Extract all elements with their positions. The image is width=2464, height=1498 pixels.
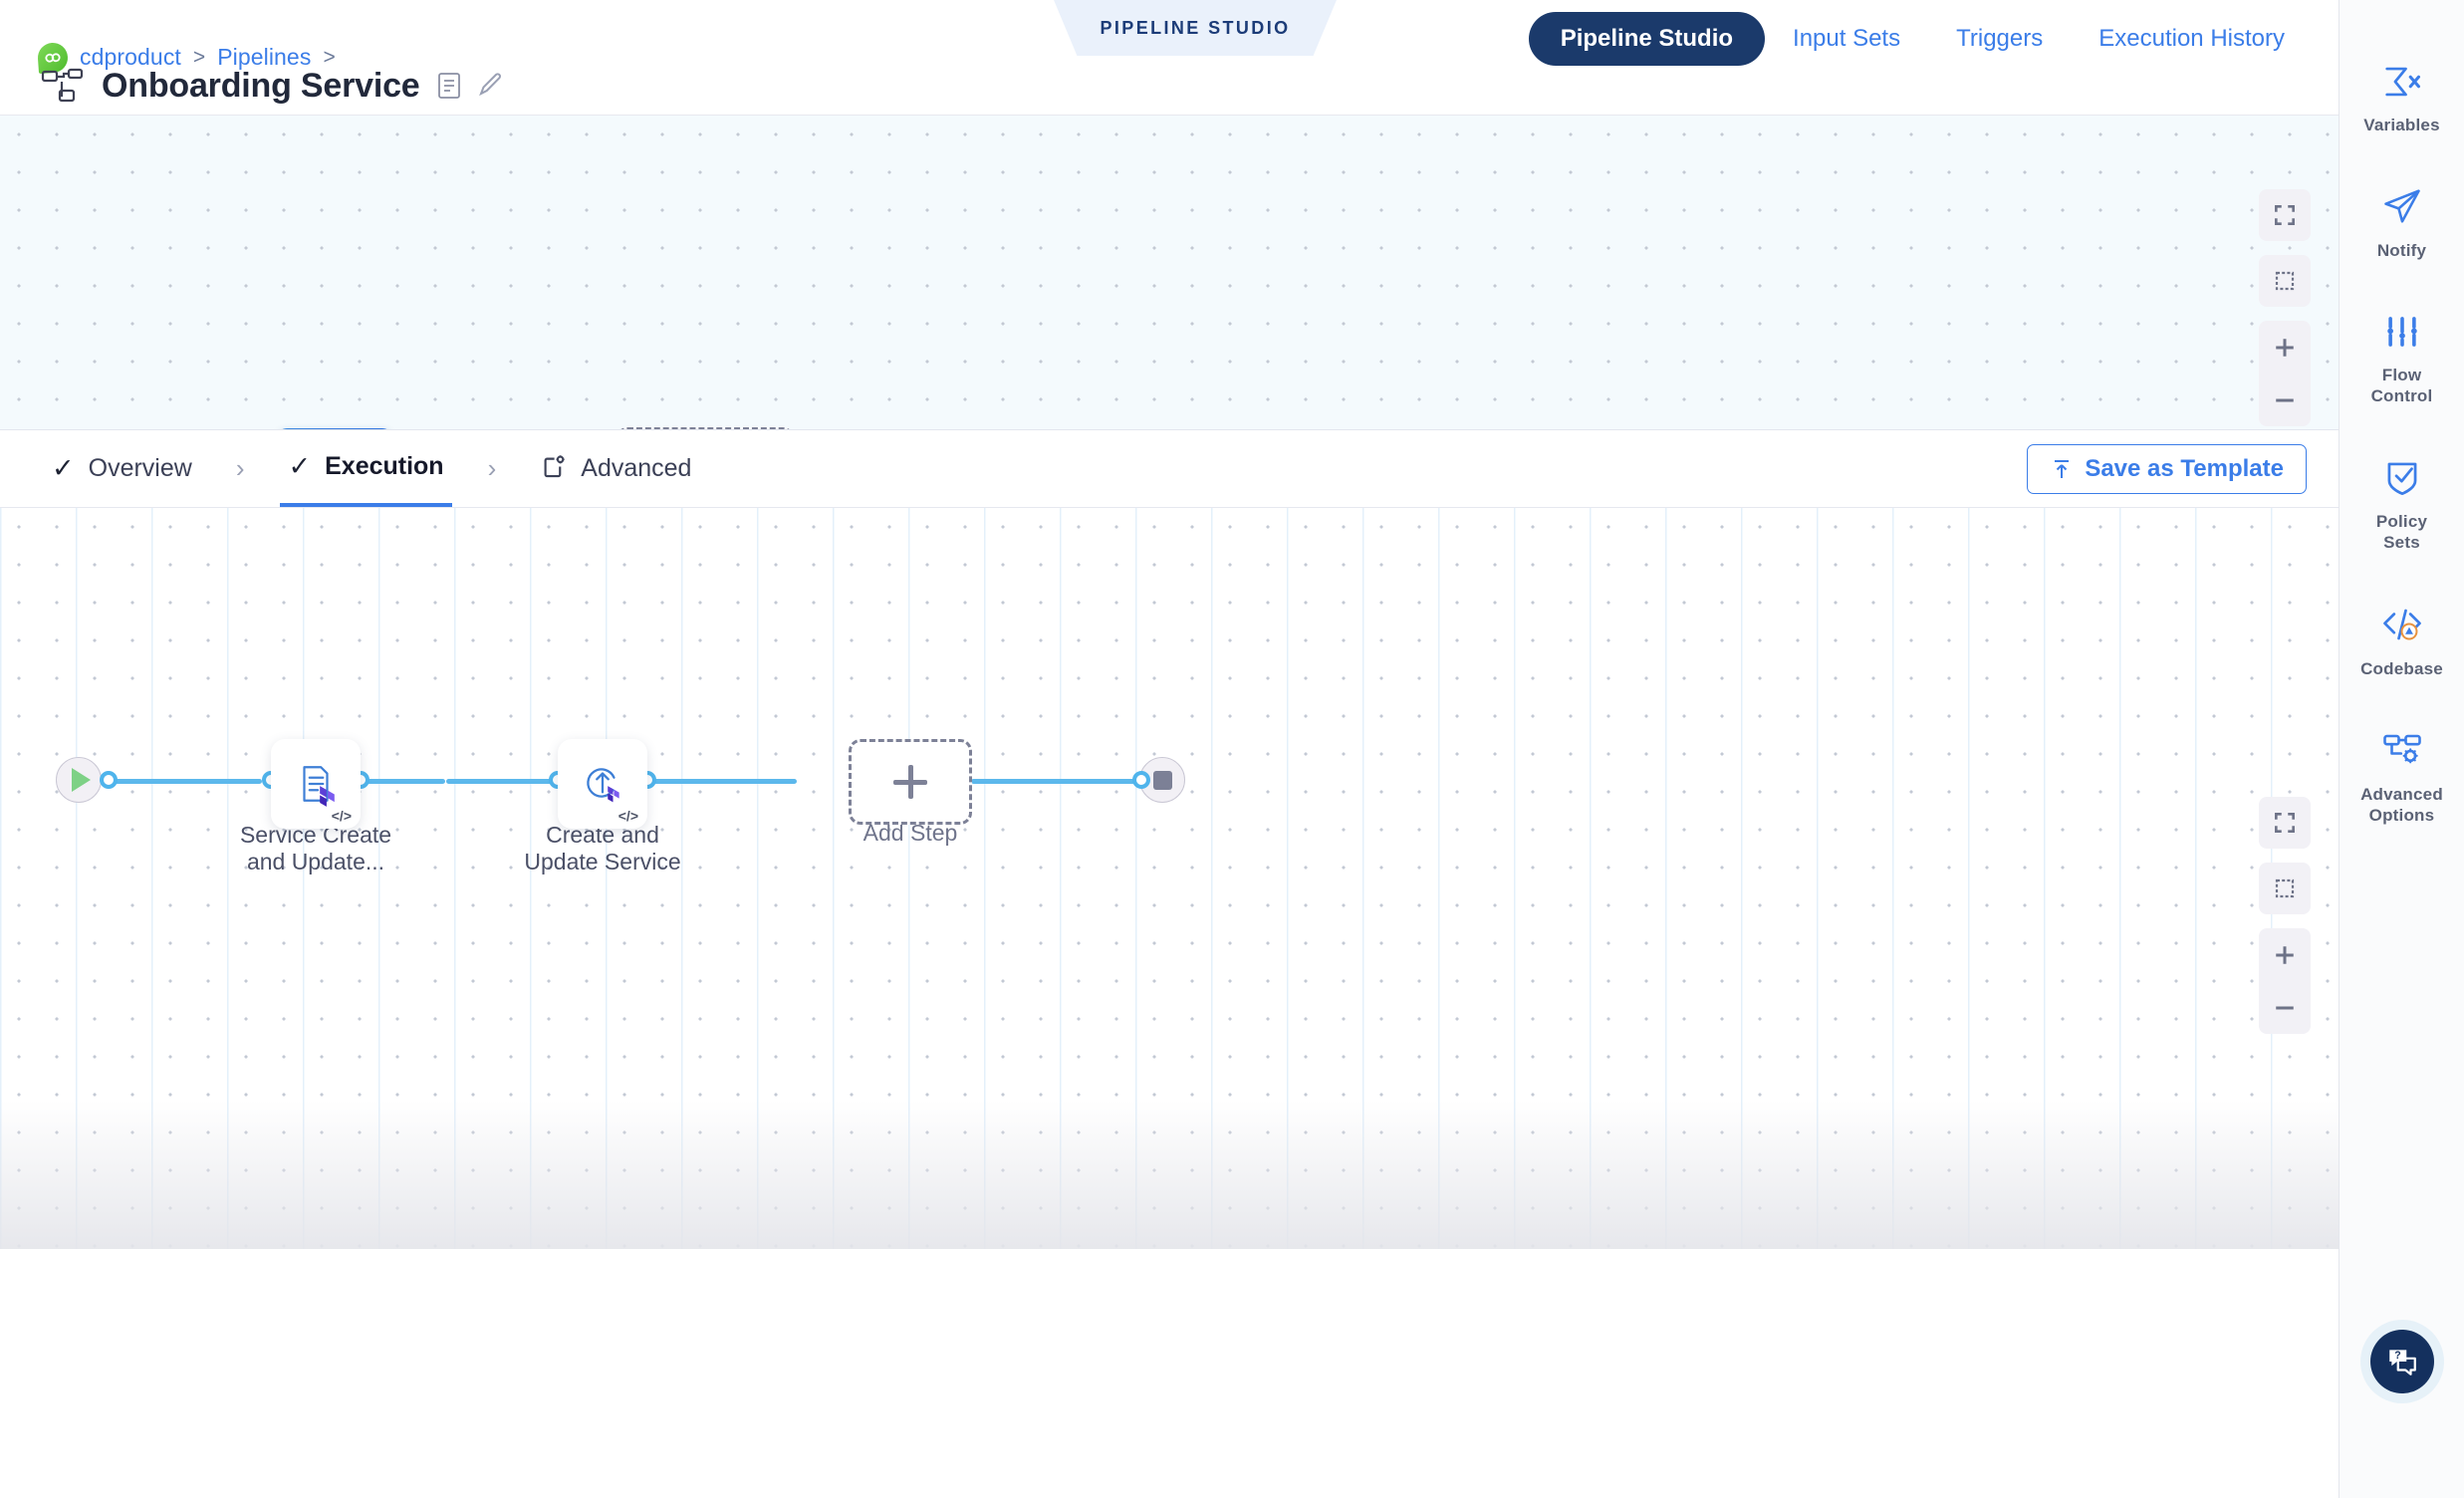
sidebar-item-notify[interactable]: Notify <box>2340 161 2464 287</box>
nav-tabs: Pipeline Studio Input Sets Triggers Exec… <box>1528 0 2339 78</box>
nav-tab-pipeline-studio[interactable]: Pipeline Studio <box>1528 12 1766 66</box>
step1-label-line2: and Update... <box>246 849 385 875</box>
policy-sets-icon <box>2383 458 2421 501</box>
sidebar-item-codebase[interactable]: Codebase <box>2340 580 2464 705</box>
zoom-out-button-exec[interactable] <box>2259 981 2311 1034</box>
tab-advanced[interactable]: Advanced <box>532 430 699 507</box>
policy-sets-label-l1: Policy <box>2375 512 2428 531</box>
terraform-plan-icon <box>303 766 335 807</box>
step1-code-badge: </> <box>331 808 352 824</box>
execution-start-node[interactable] <box>56 757 102 803</box>
breadcrumb-separator-1: > <box>192 45 206 69</box>
step-node-service-create-and-update[interactable]: </> <box>271 739 361 829</box>
fit-to-screen-button[interactable] <box>2259 189 2311 241</box>
page-title: Onboarding Service <box>102 66 420 105</box>
nav-tab-input-sets[interactable]: Input Sets <box>1793 25 1901 52</box>
step-node-create-and-update-service[interactable]: </> <box>558 739 647 829</box>
main-column: cdproduct > Pipelines > PIPELINE STUDIO … <box>0 0 2339 1249</box>
variables-icon <box>2382 64 2422 105</box>
save-as-template-button[interactable]: Save as Template <box>2027 444 2307 494</box>
codebase-icon <box>2381 606 2423 648</box>
execution-canvas[interactable]: </> Service Create and Update... <box>0 508 2339 1249</box>
nav-tab-triggers[interactable]: Triggers <box>1956 25 2044 52</box>
step2-label: Create and Update Service <box>483 822 722 875</box>
stage-canvas-controls <box>2259 189 2311 426</box>
step1-label: Service Create and Update... <box>196 822 435 875</box>
advanced-options-icon <box>2381 731 2423 774</box>
step-wire-4 <box>617 779 797 784</box>
breadcrumb-project[interactable]: cdproduct <box>80 44 181 70</box>
zoom-in-button-exec[interactable] <box>2259 928 2311 981</box>
step-wire-5 <box>971 779 1155 784</box>
edit-pencil-icon[interactable] <box>477 72 503 100</box>
tab-overview[interactable]: ✓ Overview <box>44 430 200 507</box>
sidebar-item-variables[interactable]: Variables <box>2340 38 2464 161</box>
tab-separator-2: › <box>487 453 497 483</box>
policy-sets-label-l2: Sets <box>2383 533 2420 553</box>
step-wire-3 <box>446 779 625 784</box>
title-row: Onboarding Service <box>0 56 2339 116</box>
sidebar-label-advanced-options: Advanced Options <box>2360 784 2443 827</box>
svg-text:?: ? <box>2394 1350 2400 1362</box>
execution-canvas-controls <box>2259 797 2311 1034</box>
sidebar-label-flow-control: Flow Control <box>2371 365 2433 407</box>
pipeline-icon <box>40 66 86 106</box>
upload-template-icon <box>2055 460 2070 478</box>
tab-overview-label: Overview <box>88 454 192 482</box>
fit-to-screen-button-exec[interactable] <box>2259 797 2311 849</box>
stop-square-icon <box>1152 770 1172 790</box>
tab-execution-label: Execution <box>325 452 444 480</box>
cd-module-icon <box>36 41 70 74</box>
sidebar-label-policy-sets: Policy Sets <box>2376 511 2427 554</box>
advanced-gear-document-icon <box>540 453 567 485</box>
advanced-options-label-l1: Advanced <box>2360 784 2443 804</box>
top-bar: cdproduct > Pipelines > PIPELINE STUDIO … <box>0 0 2339 179</box>
breadcrumb-pipelines[interactable]: Pipelines <box>217 44 312 70</box>
flow-control-label-l2: Control <box>2370 385 2433 405</box>
sidebar-item-advanced-options[interactable]: Advanced Options <box>2340 705 2464 853</box>
pipeline-studio-banner: PIPELINE STUDIO <box>1054 0 1337 56</box>
pipeline-studio-banner-label: PIPELINE STUDIO <box>1100 17 1291 38</box>
help-chat-icon: ? <box>2389 1350 2416 1375</box>
stage-tab-strip: ✓ Overview › ✓ Execution › Advanced <box>0 430 2339 508</box>
sidebar-item-flow-control[interactable]: Flow Control <box>2340 288 2464 433</box>
flow-control-label-l1: Flow <box>2381 365 2422 384</box>
flow-control-icon <box>2383 314 2421 355</box>
stage-zoom-controls <box>2259 321 2311 426</box>
stage-canvas[interactable]: </> Create and Update Service Add Stage <box>0 116 2339 430</box>
help-chat-button[interactable]: ? <box>2370 1330 2434 1393</box>
advanced-options-label-l2: Options <box>2368 806 2435 825</box>
zoom-in-button[interactable] <box>2259 321 2311 374</box>
step-wire-1 <box>78 779 262 784</box>
plus-icon-v <box>907 765 913 799</box>
tab-separator-1: › <box>235 453 245 483</box>
nav-tab-execution-history[interactable]: Execution History <box>2098 25 2285 52</box>
execution-start-port[interactable] <box>100 771 118 789</box>
sidebar-label-codebase: Codebase <box>2360 658 2443 678</box>
right-sidebar: Variables Notify Flow <box>2339 0 2464 1498</box>
overview-check-icon: ✓ <box>52 453 75 483</box>
save-as-template-label: Save as Template <box>2085 455 2284 482</box>
description-icon[interactable] <box>437 72 461 100</box>
execution-check-icon: ✓ <box>288 451 312 481</box>
tab-advanced-label: Advanced <box>581 454 692 482</box>
zoom-out-button[interactable] <box>2259 374 2311 426</box>
breadcrumb: cdproduct > Pipelines > <box>0 41 336 74</box>
notify-icon <box>2382 187 2422 230</box>
execution-end-port[interactable] <box>1132 771 1150 789</box>
terraform-apply-icon <box>587 768 619 803</box>
sidebar-label-variables: Variables <box>2363 116 2440 134</box>
execution-zoom-controls <box>2259 928 2311 1034</box>
sidebar-label-notify: Notify <box>2376 241 2427 261</box>
play-triangle-icon <box>72 768 91 792</box>
tab-execution[interactable]: ✓ Execution <box>280 430 452 507</box>
stage-node-create-and-update-service[interactable]: </> <box>277 428 392 429</box>
select-area-button-exec[interactable] <box>2259 863 2311 914</box>
add-step-button[interactable] <box>849 739 972 825</box>
breadcrumb-separator-2: > <box>323 45 336 69</box>
sidebar-item-policy-sets[interactable]: Policy Sets <box>2340 432 2464 580</box>
step2-code-badge: </> <box>617 808 638 824</box>
step2-label-line2: Update Service <box>524 849 681 875</box>
select-area-button[interactable] <box>2259 255 2311 307</box>
